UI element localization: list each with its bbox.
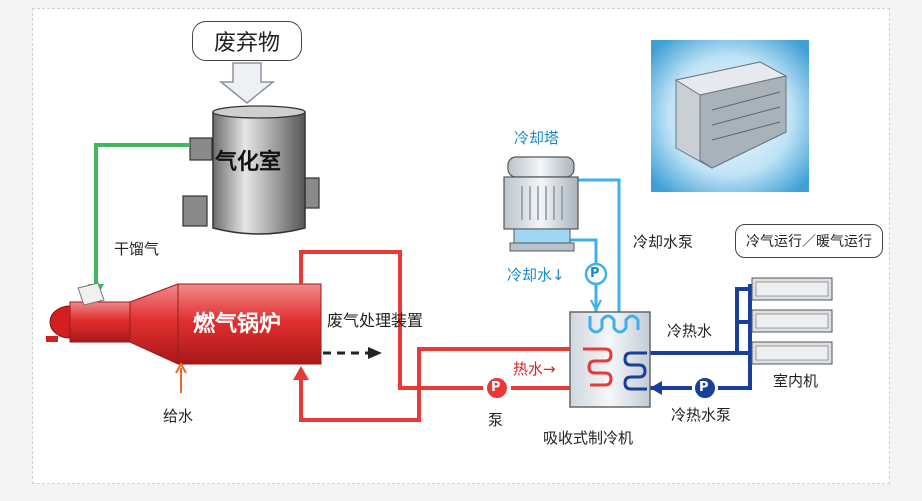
pump-label: 泵 <box>488 411 504 429</box>
cooling-tower <box>503 156 579 252</box>
chilled-water-pump-icon <box>693 376 717 400</box>
gas-boiler <box>46 282 322 393</box>
absorption-chiller <box>569 311 651 408</box>
chilled-water-return-arrow <box>650 381 662 395</box>
exhaust-arrow <box>323 347 382 359</box>
waste-label-box: 废弃物 <box>192 21 302 61</box>
indoor-unit-label: 室内机 <box>773 372 819 390</box>
cooling-water-pump-icon <box>584 262 608 286</box>
boiler-label: 燃气锅炉 <box>193 312 282 337</box>
cooling-water-pump-symbol: P <box>590 266 600 281</box>
waste-down-arrow <box>218 62 276 104</box>
absorption-chiller-label: 吸收式制冷机 <box>543 429 634 447</box>
hot-water-return-arrow <box>293 366 309 380</box>
chilled-water-pump-symbol: P <box>699 380 709 395</box>
hot-water-pump-icon <box>485 376 509 400</box>
gasifier-chamber <box>182 105 320 235</box>
waste-label: 废弃物 <box>213 31 280 56</box>
chiller-photo <box>651 40 809 192</box>
hot-water-label: 热水→ <box>513 360 556 378</box>
operation-mode-label: 冷气运行／暖气运行 <box>746 234 872 250</box>
gasifier-label: 气化室 <box>215 150 282 175</box>
cooling-water-loop <box>565 178 621 312</box>
hot-water-pump-symbol: P <box>491 380 501 395</box>
operation-mode-box: 冷气运行／暖气运行 <box>735 224 883 258</box>
chilled-water-label: 冷热水 <box>667 322 713 340</box>
cooling-water-label: 冷却水↓ <box>507 266 565 284</box>
feedwater-label: 给水 <box>163 407 194 425</box>
cooling-water-pump-label: 冷却水泵 <box>633 233 694 251</box>
cooling-tower-label: 冷却塔 <box>514 129 560 147</box>
chilled-water-loop <box>648 284 752 390</box>
indoor-units <box>751 277 833 365</box>
chilled-water-pump-label: 冷热水泵 <box>671 406 732 424</box>
dry-gas-label: 干馏气 <box>114 240 160 258</box>
exhaust-treatment-label: 废气处理装置 <box>327 311 424 330</box>
cooling-water-arrow <box>590 299 602 313</box>
